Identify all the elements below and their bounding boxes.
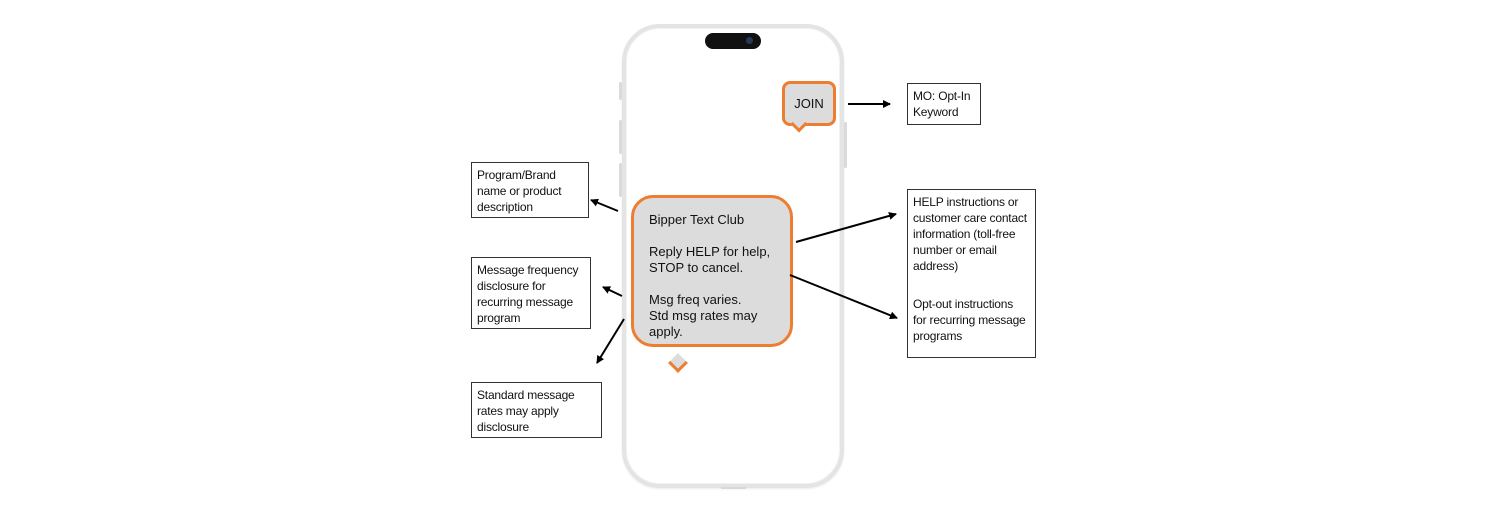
callout-text: MO: Opt-In Keyword bbox=[913, 89, 971, 119]
arrow-to-program-brand bbox=[590, 198, 619, 212]
callout-std-rates: Standard message rates may apply disclos… bbox=[471, 382, 602, 438]
message-bubble: Bipper Text Club Reply HELP for help, ST… bbox=[631, 195, 793, 347]
home-indicator bbox=[721, 487, 746, 489]
arrow-to-help-info bbox=[795, 212, 897, 243]
arrow-to-std-rates bbox=[596, 318, 625, 364]
message-freq-rates: Msg freq varies. Std msg rates may apply… bbox=[649, 292, 758, 339]
callout-text: Message frequency disclosure for recurri… bbox=[477, 263, 579, 325]
arrow-to-msg-frequency bbox=[602, 286, 623, 297]
message-program-name: Bipper Text Club bbox=[649, 212, 745, 227]
message-help-stop: Reply HELP for help, STOP to cancel. bbox=[649, 244, 771, 275]
camera-icon bbox=[746, 37, 753, 44]
arrow-to-opt-out bbox=[789, 274, 898, 320]
phone-mute-switch bbox=[619, 82, 622, 100]
callout-text: Standard message rates may apply disclos… bbox=[477, 388, 575, 434]
keyword-bubble: JOIN bbox=[782, 81, 836, 126]
callout-mo-keyword: MO: Opt-In Keyword bbox=[907, 83, 981, 125]
phone-volume-up-button bbox=[619, 120, 622, 154]
callout-text: Program/Brand name or product descriptio… bbox=[477, 168, 562, 214]
phone-volume-down-button bbox=[619, 163, 622, 197]
phone-power-button bbox=[844, 122, 847, 168]
callout-help-opt-out: HELP instructions or customer care conta… bbox=[907, 189, 1036, 358]
callout-text-opt-out: Opt-out instructions for recurring messa… bbox=[913, 297, 1026, 343]
callout-msg-frequency: Message frequency disclosure for recurri… bbox=[471, 257, 591, 329]
callout-program-brand: Program/Brand name or product descriptio… bbox=[471, 162, 589, 218]
keyword-text: JOIN bbox=[794, 95, 824, 111]
callout-text-help: HELP instructions or customer care conta… bbox=[913, 195, 1027, 273]
